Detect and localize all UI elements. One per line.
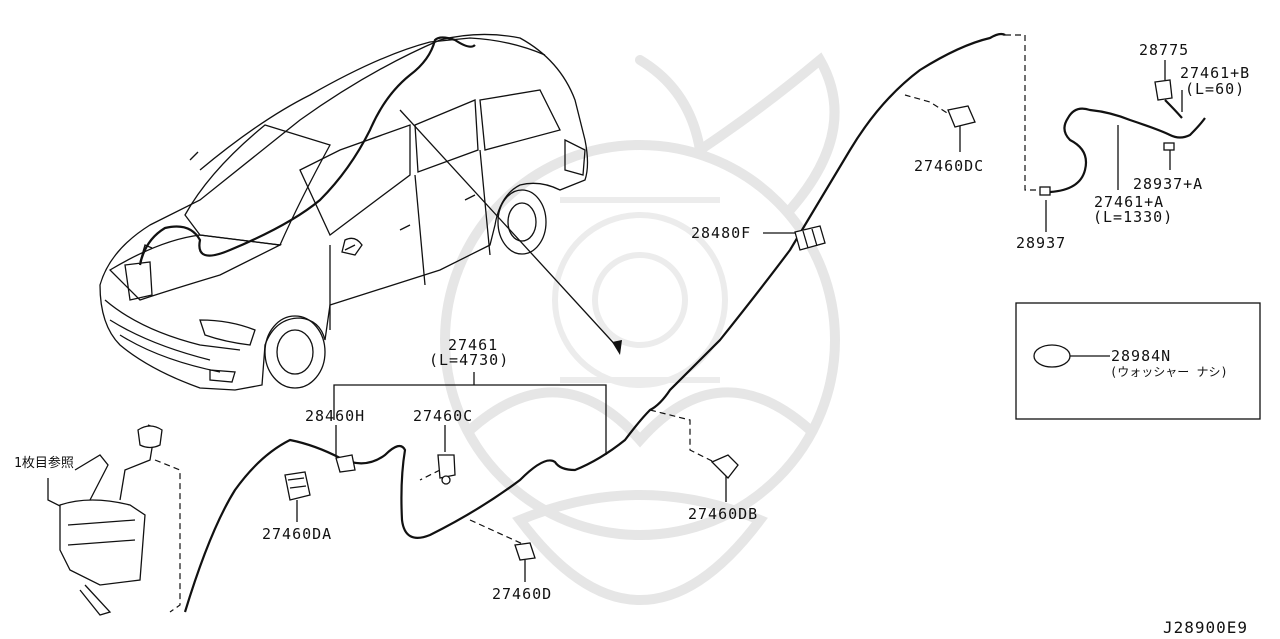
label-reference-sheet: 1枚目参照 bbox=[14, 456, 74, 471]
label-27460DB: 27460DB bbox=[688, 505, 759, 523]
part-27460C bbox=[437, 454, 456, 485]
label-28460H: 28460H bbox=[305, 407, 366, 425]
part-27460D bbox=[514, 542, 536, 561]
part-28937A bbox=[1163, 142, 1175, 151]
callout-lines bbox=[47, 60, 1183, 582]
diagram-code: J28900E9 bbox=[1163, 618, 1249, 637]
legend-note: (ウォッシャー ナシ) bbox=[1110, 365, 1228, 379]
label-27460DA: 27460DA bbox=[262, 525, 333, 543]
label-27460C: 27460C bbox=[413, 407, 474, 425]
part-28460H bbox=[335, 454, 356, 473]
label-27460DC: 27460DC bbox=[914, 157, 985, 175]
legend-box bbox=[1015, 302, 1261, 420]
vehicle-illustration bbox=[99, 33, 622, 391]
watermark-emblem bbox=[440, 52, 840, 606]
leader-lines-dashed bbox=[154, 34, 1045, 613]
part-28937 bbox=[1039, 186, 1051, 196]
washer-hose-rear bbox=[1049, 99, 1206, 194]
part-washer-tank bbox=[59, 424, 163, 616]
label-28480F: 28480F bbox=[691, 224, 752, 242]
part-27460DC bbox=[947, 105, 976, 128]
legend-part-number: 28984N bbox=[1111, 347, 1172, 365]
part-28775 bbox=[1154, 79, 1173, 101]
part-27460DA bbox=[284, 471, 311, 501]
label-27460D: 27460D bbox=[492, 585, 553, 603]
label-27461B-length: (L=60) bbox=[1185, 80, 1246, 98]
label-28937: 28937 bbox=[1016, 234, 1067, 252]
label-27461A: 27461+A bbox=[1094, 193, 1165, 211]
label-27461A-length: (L=1330) bbox=[1093, 208, 1174, 226]
part-28480F bbox=[794, 225, 826, 251]
label-27461B: 27461+B bbox=[1180, 64, 1251, 82]
label-28775: 28775 bbox=[1139, 41, 1190, 59]
label-28937A: 28937+A bbox=[1133, 175, 1204, 193]
label-27461: 27461 bbox=[448, 336, 499, 354]
part-27460DB bbox=[710, 454, 739, 479]
label-27461-length: (L=4730) bbox=[429, 351, 510, 369]
